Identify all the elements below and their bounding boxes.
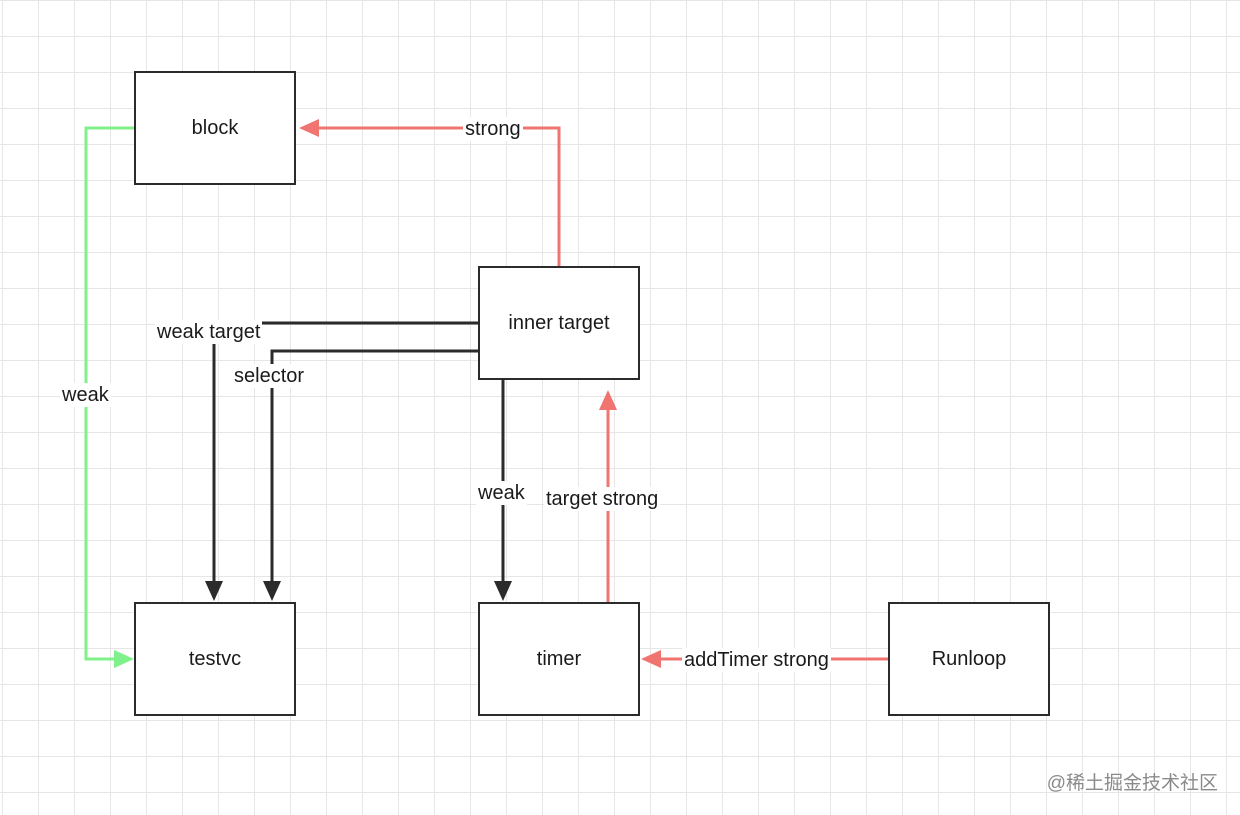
node-timer: timer xyxy=(478,602,640,716)
node-inner-target-label: inner target xyxy=(508,311,610,334)
watermark-text: @稀土掘金技术社区 xyxy=(1046,773,1218,794)
edge-label-selector: selector xyxy=(232,364,307,388)
node-runloop-label: Runloop xyxy=(931,647,1007,670)
arrowhead-testvc-selector xyxy=(263,581,281,601)
arrowhead-timer-runloop xyxy=(641,650,661,668)
edge-label-weak-timer: weak xyxy=(476,481,527,505)
arrowhead-testvc-green xyxy=(114,650,134,668)
arrowhead-testvc-target xyxy=(205,581,223,601)
node-testvc: testvc xyxy=(134,602,296,716)
node-inner-target: inner target xyxy=(478,266,640,380)
edge-label-addtimer-strong: addTimer strong xyxy=(682,648,831,672)
edge-label-weak-target: weak target xyxy=(155,320,263,344)
node-block-label: block xyxy=(191,116,239,139)
arrowhead-timer-weak xyxy=(494,581,512,601)
node-testvc-label: testvc xyxy=(188,647,242,670)
edge-label-weak-green: weak xyxy=(60,383,111,407)
edge-inner-to-testvc-selector xyxy=(270,349,478,582)
node-timer-label: timer xyxy=(536,647,582,670)
edge-label-strong: strong xyxy=(463,117,523,141)
arrowhead-block xyxy=(299,119,319,137)
edge-label-target-strong: target strong xyxy=(544,487,661,511)
edge-inner-to-block xyxy=(318,126,561,266)
edge-inner-to-testvc-target xyxy=(212,321,478,582)
arrowhead-inner-target xyxy=(599,390,617,410)
node-block: block xyxy=(134,71,296,185)
node-runloop: Runloop xyxy=(888,602,1050,716)
